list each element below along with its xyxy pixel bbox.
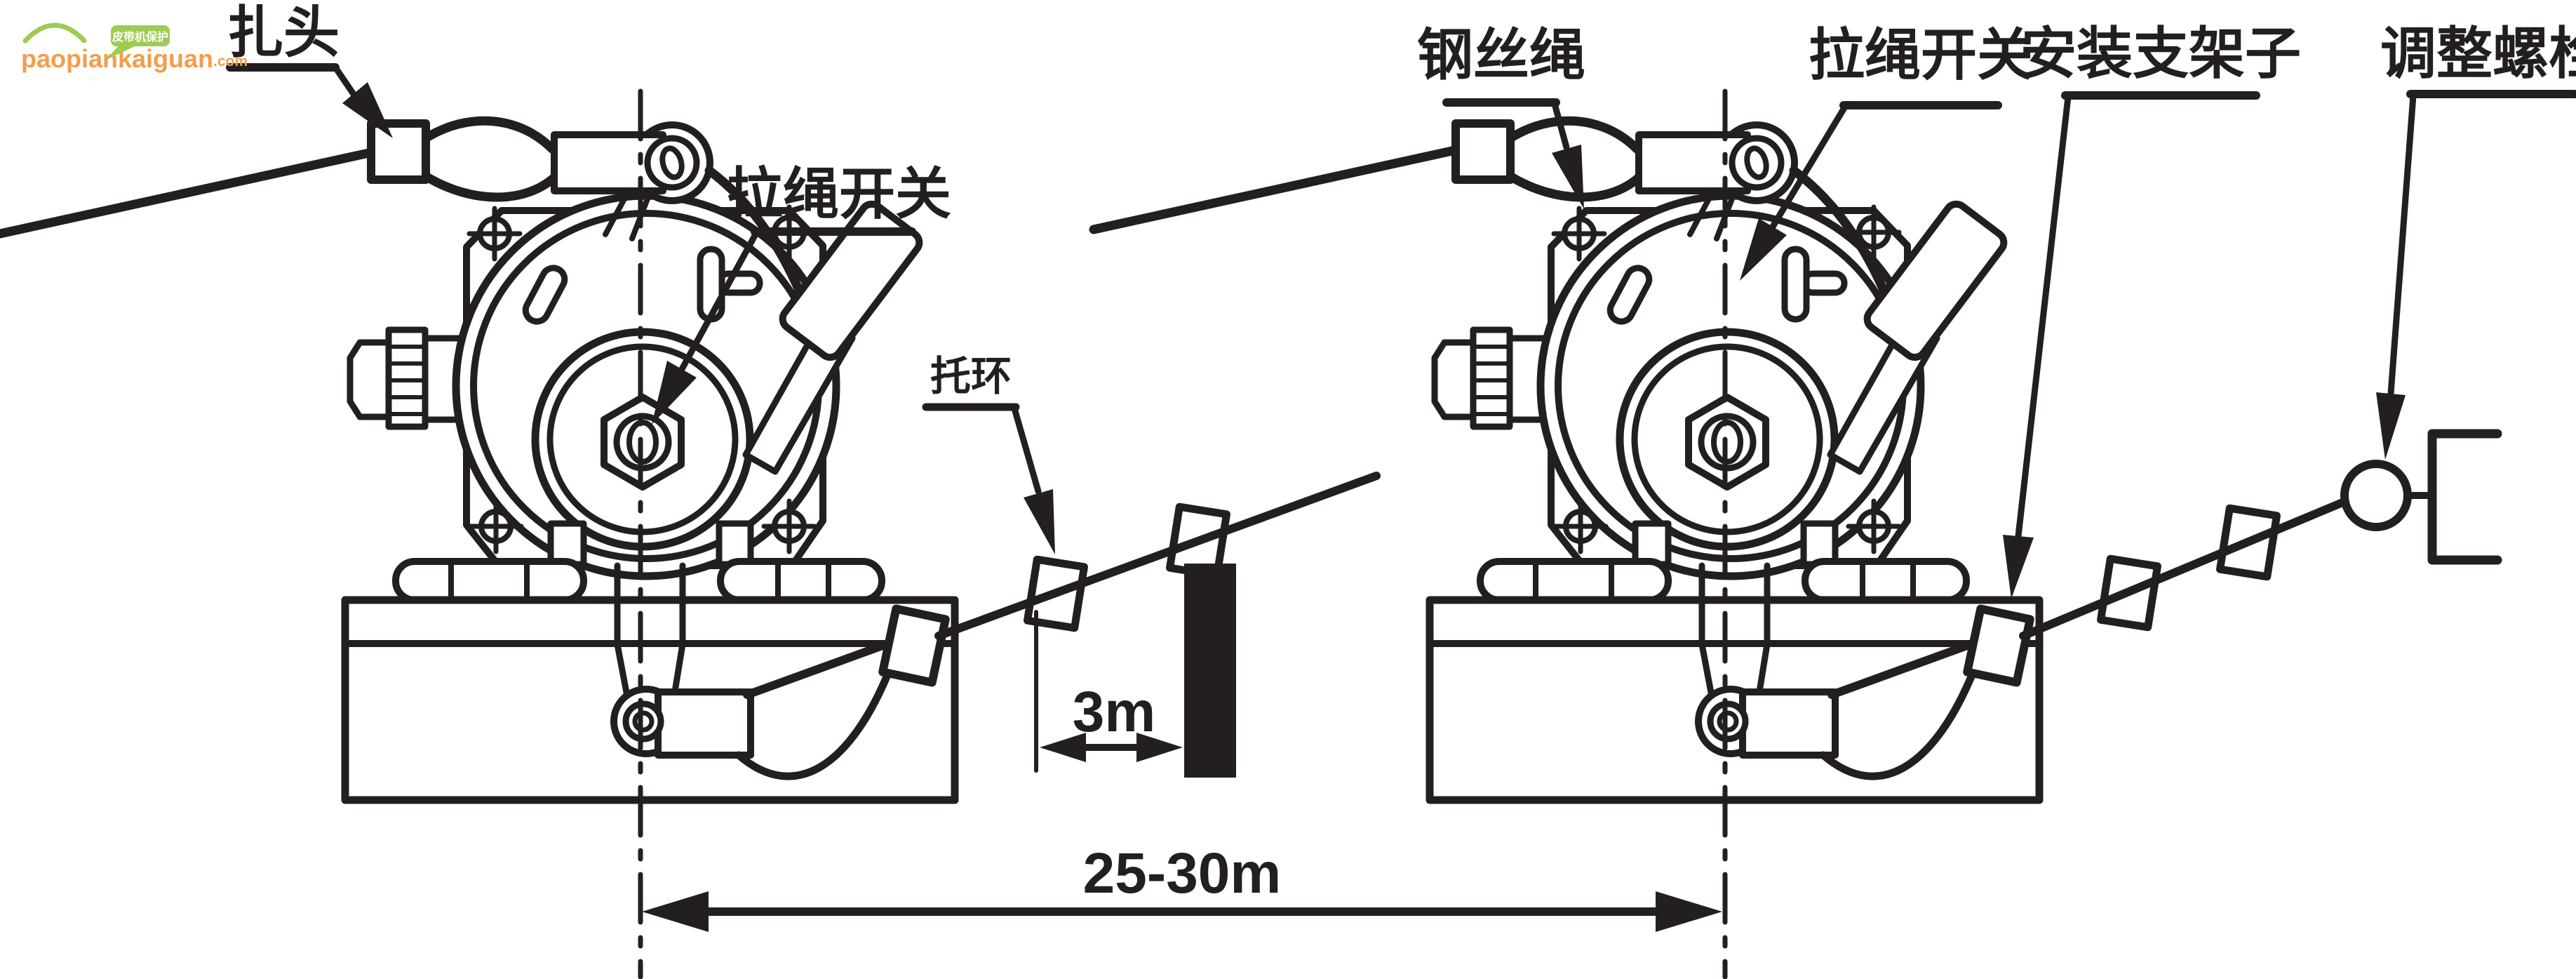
dim-span-arrow-left: [642, 891, 709, 932]
logo-bubble-tail: [105, 45, 135, 60]
logo-bubble-text: 皮带机保护: [112, 30, 168, 44]
label-steel-wire-rope-leader: [1551, 100, 1570, 151]
label-tie-head: 扎头: [227, 1, 340, 64]
label-tie-head-arrowhead: [342, 82, 393, 138]
adjusting-bolt-eye: [2340, 460, 2412, 531]
label-mounting-bracket: 安装支架子: [2020, 22, 2301, 85]
label-steel-wire-rope-arrowhead: [1552, 145, 1584, 209]
logo-bubble: [111, 25, 170, 46]
brand-logo: paopiankaiguan.com 皮带机保护: [21, 22, 248, 73]
dim-span-arrow-right: [1656, 891, 1722, 932]
wire-rope-incoming-right: [1089, 145, 1463, 234]
label-adjusting-bolt-arrowhead: [2376, 392, 2406, 460]
dim-3m-arrow-left: [1040, 733, 1086, 762]
support-ring-1: [1024, 555, 1088, 632]
label-adjusting-bolt: 调整螺栓: [2380, 22, 2576, 85]
dim-3m-text: 3m: [1073, 680, 1156, 744]
label-pull-rope-switch-right-arrowhead: [1740, 218, 1787, 281]
wire-rope-incoming-left: [0, 147, 380, 239]
wire-rope-span-right: [2019, 497, 2350, 640]
logo-arc: [22, 22, 87, 44]
label-pull-rope-switch-right: 拉绳开关: [1809, 24, 2033, 86]
wall-bracket: [2427, 429, 2502, 565]
dim-3m-arrow-right: [1136, 733, 1183, 762]
pull-rope-switch-right-device: [1430, 91, 2039, 977]
label-pull-rope-switch-right-leader: [1769, 103, 1849, 230]
label-pull-rope-switch-left: 拉绳开关: [727, 163, 951, 225]
label-pull-rope-switch-left-arrowhead: [652, 361, 697, 425]
support-ring-3: [2097, 554, 2161, 632]
label-steel-wire-rope: 钢丝绳: [1417, 24, 1585, 86]
label-mounting-bracket-arrowhead: [2003, 535, 2034, 599]
logo-wordmark: paopiankaiguan.com: [21, 44, 248, 73]
post-marker: [1184, 564, 1236, 778]
label-pull-rope-switch-left-leader: [678, 229, 760, 373]
label-support-ring: 托环: [930, 354, 1012, 399]
wire-rope-span-left: [934, 472, 1381, 640]
logo-suffix-text: .com: [213, 53, 248, 69]
label-support-ring-leader: [1011, 405, 1042, 495]
support-ring-4: [2216, 504, 2281, 581]
label-mounting-bracket-leader: [2015, 93, 2072, 540]
dim-span-text: 25-30m: [1083, 841, 1282, 905]
label-adjusting-bolt-leader: [2387, 92, 2417, 397]
label-support-ring-arrowhead: [1024, 489, 1055, 554]
